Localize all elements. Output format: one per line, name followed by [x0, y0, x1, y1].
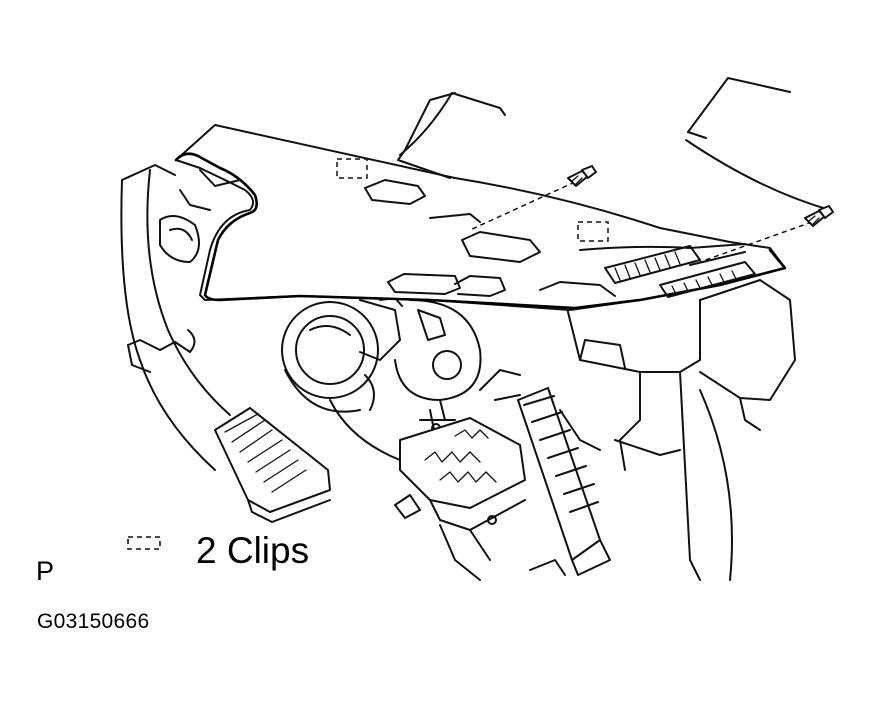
accelerator-pedal — [479, 369, 611, 576]
steering-column-cover — [564, 279, 796, 581]
steering-column — [281, 297, 403, 461]
floor-lines — [199, 169, 681, 456]
brake-pedal — [394, 299, 566, 581]
view-label: P — [36, 556, 55, 586]
dashboard-outline — [399, 77, 831, 211]
clip-legend-icon — [127, 536, 161, 550]
clip-legend-label: 2 Clips — [196, 530, 310, 571]
screw-left — [469, 165, 597, 231]
left-pedal — [214, 407, 331, 523]
screw-right — [699, 205, 834, 263]
figure-id: G03150666 — [37, 610, 150, 633]
brake-pedal-bracket — [120, 164, 231, 471]
under-dash-cover — [174, 92, 787, 311]
